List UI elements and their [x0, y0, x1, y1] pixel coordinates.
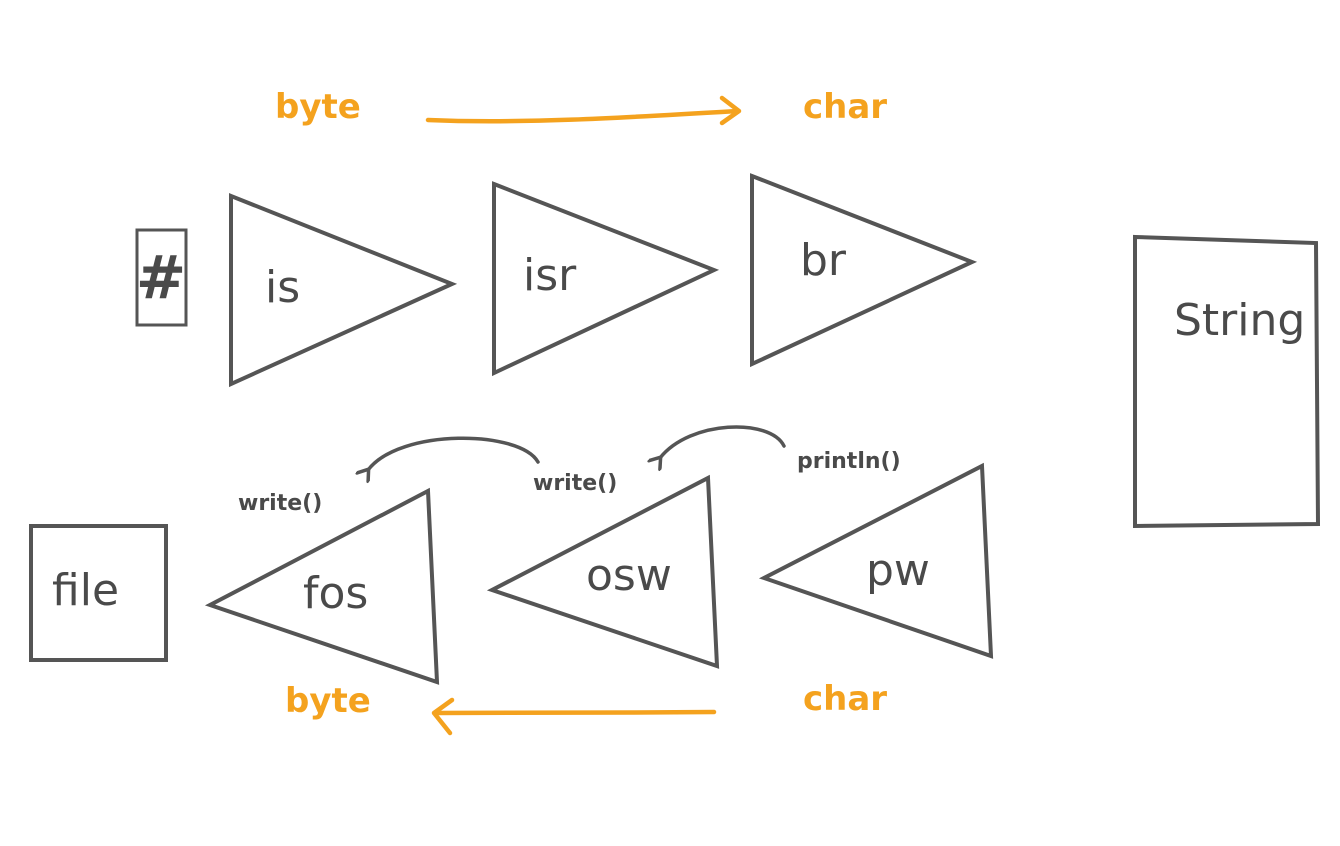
osw-to-fos-call-arrow: [368, 436, 540, 470]
fos-label: fos: [303, 568, 368, 619]
bottom-char-label: char: [803, 679, 887, 719]
string-label: String: [1174, 295, 1305, 346]
top-char-label: char: [803, 87, 887, 127]
isr-label: isr: [523, 250, 577, 301]
pw-println-label: println(): [797, 449, 901, 474]
top-flow-arrowhead: [719, 95, 742, 126]
is-label: is: [265, 262, 300, 313]
pw-label: pw: [866, 545, 930, 596]
string-box: [1133, 234, 1321, 529]
file-box: [29, 524, 168, 662]
bottom-flow-arrowhead: [431, 697, 455, 736]
osw-label: osw: [586, 550, 672, 601]
osw-write-label: write(): [533, 471, 617, 496]
bottom-flow-arrow: [433, 709, 717, 716]
fos-triangle: [204, 487, 440, 685]
top-byte-label: byte: [275, 87, 361, 127]
fos-write-label: write(): [238, 491, 322, 516]
keyboard-symbol: #: [136, 243, 186, 313]
bottom-byte-label: byte: [285, 681, 371, 721]
br-triangle: [750, 173, 978, 368]
is-triangle: [229, 193, 458, 388]
pw-to-osw-call-arrow: [660, 425, 786, 458]
keyboard-box: [135, 228, 188, 327]
isr-triangle: [492, 181, 720, 377]
br-label: br: [800, 235, 847, 286]
osw-triangle: [486, 474, 720, 669]
file-label: file: [52, 565, 119, 616]
pw-triangle: [758, 462, 994, 659]
top-flow-arrow: [425, 108, 741, 124]
